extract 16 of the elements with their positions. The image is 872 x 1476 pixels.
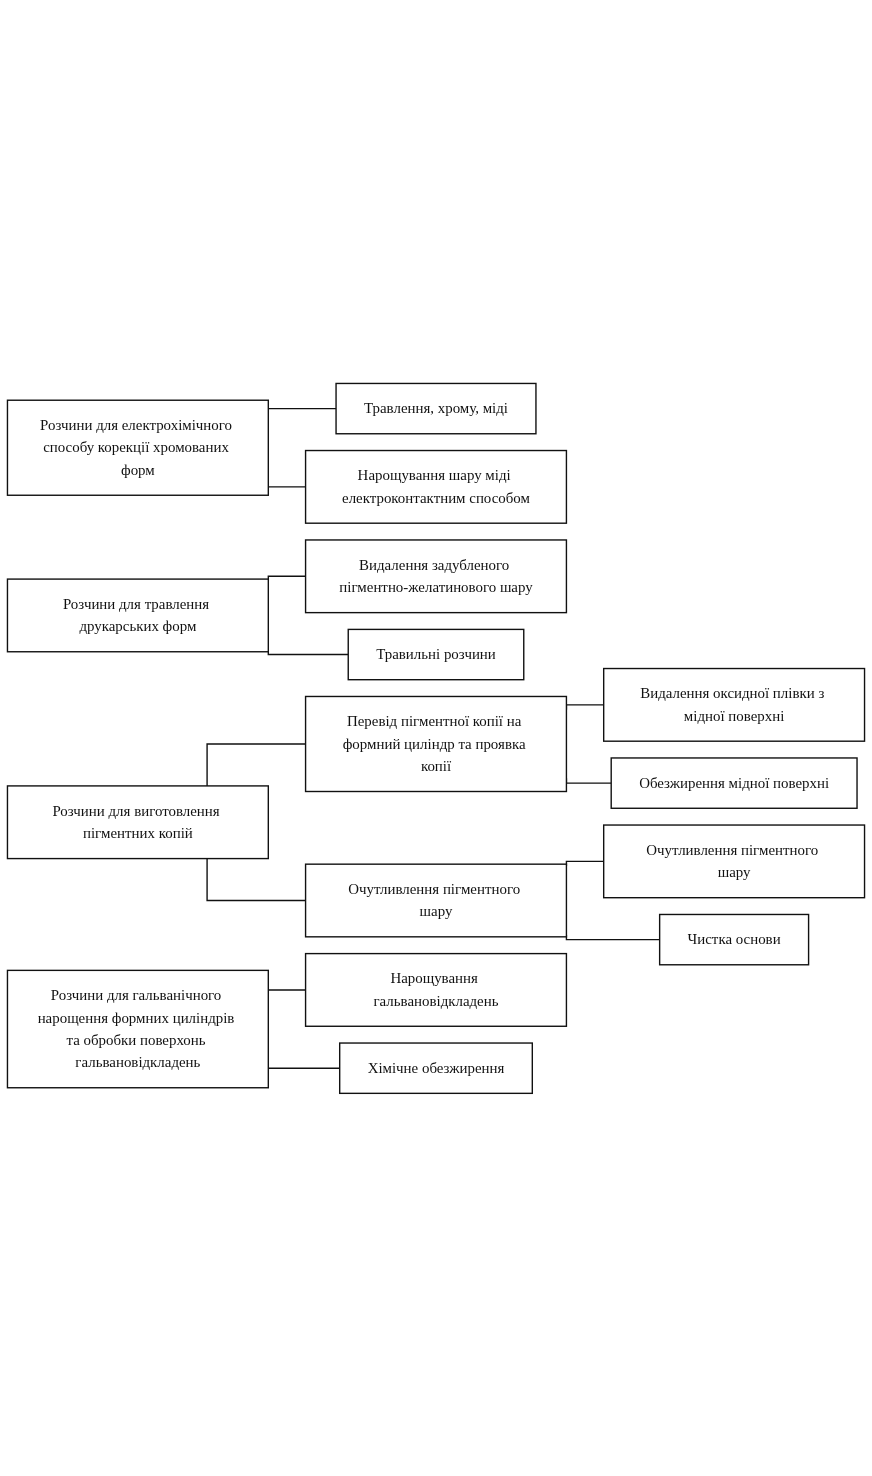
- node-box: Хімічне обезжирення: [339, 1041, 533, 1094]
- node-box: Очутливлення пігментного шару: [304, 863, 568, 938]
- node-box: Розчини для виготовлення пігментних копій: [6, 784, 269, 859]
- node-box: Нарощування шару міді електроконтактним способом: [304, 449, 568, 524]
- node-box: Розчини для гальванічного нарощення формних циліндрів та обробки поверхонь гальвановідкладень: [6, 969, 269, 1089]
- node-box: Розчини для електрохімічного способу корекції хромованих форм: [6, 399, 269, 496]
- node-box: Травлення, хрому, міді: [335, 382, 537, 435]
- node-box: Травильні розчини: [347, 628, 525, 680]
- node-box: Видалення оксидної плівки з мідної поверхні: [603, 667, 866, 742]
- node-box: Чистка основи: [658, 913, 810, 966]
- node-box: Перевід пігментної копії на формний циліндр та проявка копії: [304, 695, 568, 792]
- node-box: Нарощування гальвановідкладень: [304, 952, 568, 1027]
- node-box: Видалення задубленого пігментно-желатинового шару: [304, 538, 568, 613]
- node-box: Обезжирення мідної поверхні: [610, 756, 858, 809]
- node-box: Розчини для травлення друкарських форм: [6, 578, 269, 653]
- node-box: Очутливлення пігментного шару: [603, 823, 866, 898]
